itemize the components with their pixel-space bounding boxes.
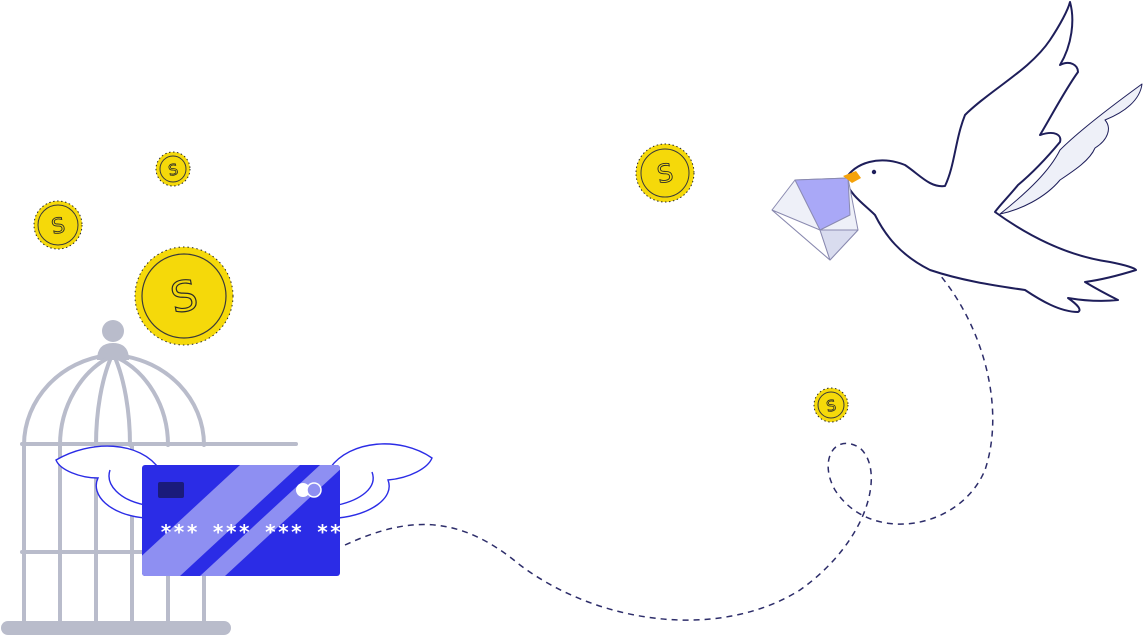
coin-middle: S [635,143,695,203]
coin-tiny-top: S [155,151,191,187]
dashed-flight-path [344,274,994,621]
credit-card: *** *** *** *** [142,465,356,576]
envelope-icon [771,177,859,261]
card-number: *** *** *** *** [160,520,356,544]
dollar-coin-icon: S [167,160,180,179]
dollar-coin-icon: S [825,396,838,415]
card-chip-icon [158,482,184,498]
coin-large: S [134,246,234,346]
beak-icon [843,171,861,183]
coin-small-left: S [33,200,83,250]
dollar-coin-icon: S [50,213,67,239]
card-brand-circles-icon [296,482,322,498]
dove-icon [844,1,1143,313]
wings-icon [55,443,433,519]
dollar-coin-icon: S [655,158,676,189]
coin-small-right: S [813,387,849,423]
